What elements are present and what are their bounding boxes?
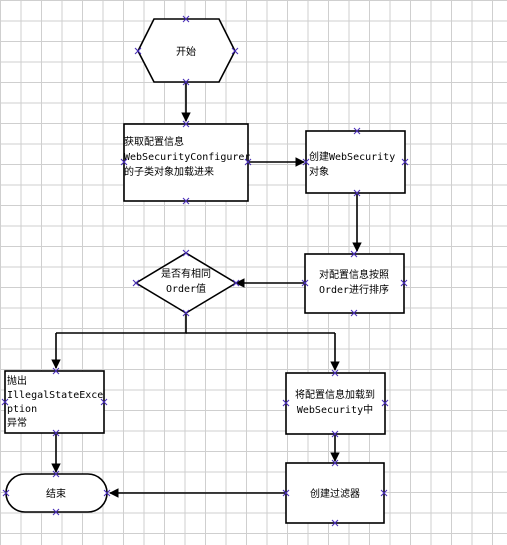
node-start[interactable]: 开始 — [137, 18, 236, 83]
node-end-label: 结束 — [46, 487, 66, 500]
connection-point-x-icon — [282, 489, 290, 497]
connection-point-x-icon — [182, 78, 190, 86]
connection-point-x-icon — [182, 120, 190, 128]
connection-point-x-icon — [353, 189, 361, 197]
node-throw-exception[interactable]: 抛出 IllegalStateExce ption 异常 — [4, 370, 105, 434]
connection-point-x-icon — [52, 367, 60, 375]
connection-point-x-icon — [331, 459, 339, 467]
node-load-into-websecurity-line-2: WebSecurity中 — [297, 403, 373, 416]
node-same-order-decision-line-2: Order值 — [166, 282, 206, 295]
node-same-order-decision-line-1: 是否有相同 — [161, 267, 211, 280]
node-start-label: 开始 — [176, 45, 196, 58]
node-load-into-websecurity-line-1: 将配置信息加载到 — [295, 388, 375, 401]
connection-point-x-icon — [381, 399, 389, 407]
node-sort-by-order-line-1: 对配置信息按照 — [319, 268, 389, 281]
node-throw-exception-line-3: ption — [7, 404, 37, 415]
connection-point-x-icon — [103, 489, 111, 497]
connection-point-x-icon — [244, 158, 252, 166]
connection-point-x-icon — [302, 158, 310, 166]
connection-point-x-icon — [1, 398, 9, 406]
connection-point-x-icon — [301, 279, 309, 287]
node-get-configs-line-2: WebSecurityConfigurer — [124, 152, 250, 163]
connection-point-x-icon — [120, 158, 128, 166]
connection-point-x-icon — [380, 489, 388, 497]
connection-point-x-icon — [182, 197, 190, 205]
connection-point-x-icon — [331, 519, 339, 527]
node-throw-exception-line-4: 异常 — [7, 416, 27, 429]
node-create-websecurity[interactable]: 创建WebSecurity 对象 — [305, 130, 406, 194]
connection-point-x-icon — [134, 47, 142, 55]
node-same-order-decision[interactable]: 是否有相同 Order值 — [134, 252, 238, 314]
connection-point-x-icon — [182, 249, 190, 257]
connection-point-x-icon — [52, 429, 60, 437]
node-sort-by-order[interactable]: 对配置信息按照 Order进行排序 — [304, 253, 405, 314]
connection-point-x-icon — [350, 309, 358, 317]
flow-edges — [51, 82, 362, 498]
connection-point-x-icon — [100, 398, 108, 406]
node-sort-by-order-line-2: Order进行排序 — [319, 283, 389, 296]
node-create-websecurity-line-1: 创建WebSecurity — [309, 150, 395, 163]
connection-point-x-icon — [52, 508, 60, 516]
node-create-websecurity-line-2: 对象 — [309, 165, 329, 178]
connection-point-x-icon — [350, 250, 358, 258]
connection-point-x-icon — [331, 430, 339, 438]
connection-point-x-icon — [182, 309, 190, 317]
node-create-filter[interactable]: 创建过滤器 — [285, 462, 385, 524]
node-create-filter-label: 创建过滤器 — [310, 487, 360, 500]
connection-point-x-icon — [282, 399, 290, 407]
connection-point-x-icon — [400, 279, 408, 287]
node-get-configs-line-1: 获取配置信息 — [124, 135, 184, 148]
connection-point-x-icon — [232, 279, 240, 287]
connection-point-x-icon — [52, 470, 60, 478]
node-load-into-websecurity[interactable]: 将配置信息加载到 WebSecurity中 — [285, 372, 386, 435]
node-get-configs[interactable]: 获取配置信息 WebSecurityConfigurer 的子类对象加载进来 — [123, 123, 250, 202]
connection-point-x-icon — [331, 369, 339, 377]
node-throw-exception-line-1: 抛出 — [7, 374, 27, 387]
connection-point-x-icon — [401, 158, 409, 166]
node-throw-exception-line-2: IllegalStateExce — [7, 390, 103, 401]
connection-point-marks — [1, 15, 409, 527]
connection-point-x-icon — [132, 279, 140, 287]
edge-decision-split — [56, 313, 187, 334]
connection-point-x-icon — [2, 489, 10, 497]
connection-point-x-icon — [353, 127, 361, 135]
connection-point-x-icon — [182, 15, 190, 23]
node-get-configs-line-3: 的子类对象加载进来 — [124, 165, 214, 178]
connection-point-x-icon — [231, 47, 239, 55]
node-end[interactable]: 结束 — [5, 473, 108, 513]
